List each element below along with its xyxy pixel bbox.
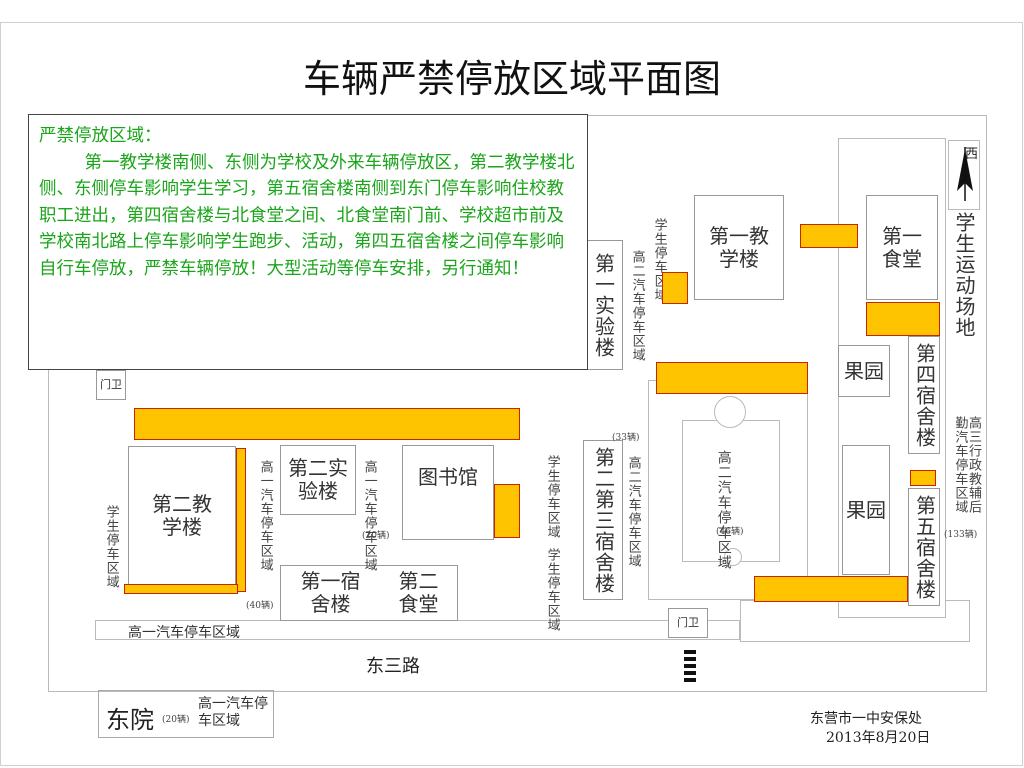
compass-label: 西 — [965, 147, 979, 162]
east-campus-name: 东院 — [106, 706, 154, 734]
building-lab2: 第二实验楼 — [280, 445, 356, 515]
page-title: 车辆严禁停放区域平面图 — [302, 57, 721, 101]
building-canteen1-label: 第一食堂 — [882, 223, 922, 271]
building-teach1: 第一教学楼 — [694, 195, 784, 300]
center-circle-bottom — [724, 548, 742, 566]
building-dorm5: 第五宿舍楼 — [908, 488, 940, 606]
label-senior2-parking-2: 高二汽车停车区域 — [625, 456, 641, 568]
label-senior3-count: (133辆) — [944, 530, 978, 540]
building-dorm1-label: 第一宿舍楼 — [300, 569, 361, 616]
no-parking-zone-east-teach2 — [236, 448, 246, 592]
building-canteen1: 第一食堂 — [866, 195, 938, 300]
center-circle-top — [714, 396, 746, 428]
label-student-parking-3: 学生停车区域 — [544, 548, 560, 632]
building-dorm4: 第四宿舍楼 — [908, 336, 940, 454]
label-senior2-parking-center: 高二汽车停车区域 — [715, 450, 732, 570]
notice-body: 第一教学楼南侧、东侧为学校及外来车辆停放区，第二教学楼北侧、东侧停车影响学生学习… — [39, 152, 575, 279]
no-parking-zone-library — [494, 484, 520, 538]
label-student-parking-west: 学生停车区域 — [103, 505, 119, 589]
label-senior1-count-a: (40辆) — [246, 601, 274, 611]
no-parking-zone-dorm4-canteen — [866, 302, 940, 336]
no-parking-zone-south-road — [656, 362, 808, 394]
no-parking-zone-dorm4-5 — [910, 470, 936, 486]
no-parking-zone-south-teach2 — [124, 584, 238, 594]
no-parking-zone-dorm5-south — [754, 576, 908, 602]
compass-box — [948, 140, 980, 210]
east-campus-count: (20辆) — [162, 715, 190, 725]
gate-west: 门卫 — [96, 370, 126, 400]
label-student-parking-2: 学生停车区域 — [544, 455, 560, 539]
east-campus-box — [98, 690, 274, 738]
footer-org: 东营市一中安保处 — [810, 711, 922, 727]
building-library: 图书馆 — [402, 445, 494, 540]
building-dorm2-3: 第二第三宿舍楼 — [583, 440, 623, 600]
no-parking-zone-canteen-south — [800, 224, 858, 248]
sports-field-label: 学生运动场地 — [952, 212, 976, 338]
label-senior2-parking-1: 高二汽车停车区域 — [629, 250, 645, 362]
label-senior1-parking-b: 高一汽车停车区域 — [361, 460, 377, 572]
gate-south: 门卫 — [668, 608, 708, 638]
label-senior1-parking-a: 高一汽车停车区域 — [257, 460, 273, 572]
building-canteen2-label: 第二食堂 — [398, 569, 439, 616]
building-teach2: 第二教学楼 — [128, 446, 236, 586]
building-teach1-label: 第一教学楼 — [709, 223, 769, 271]
no-parking-zone-supermarket — [662, 272, 688, 304]
slide-frame — [0, 22, 1023, 766]
label-senior3-logistics: 高三行政教辅后勤汽车停车区域 — [952, 416, 981, 514]
building-orchard2: 果园 — [842, 445, 890, 575]
building-lab2-label: 第二实验楼 — [288, 456, 348, 503]
notice-box: 严禁停放区域： 第一教学楼南侧、东侧为学校及外来车辆停放区，第二教学楼北侧、东侧… — [28, 114, 588, 370]
road-name: 东三路 — [366, 656, 420, 677]
building-lab1: 第一实验楼 — [583, 240, 623, 370]
east-campus-label: 高一汽车停车区域 — [198, 696, 268, 729]
building-orchard1: 果园 — [838, 345, 890, 397]
no-parking-zone-north-teach2 — [134, 408, 520, 440]
label-senior2-count-1: (33辆) — [612, 433, 640, 443]
building-teach2-label: 第二教学楼 — [152, 492, 212, 539]
crosswalk-stripes — [684, 650, 696, 684]
footer-date: 2013年8月20日 — [826, 730, 931, 746]
notice-heading: 严禁停放区域： — [39, 126, 162, 146]
label-senior1-count-b: (20辆) — [362, 531, 390, 541]
building-dorm1-canteen2: 第一宿舍楼 第二食堂 — [280, 565, 458, 621]
label-senior2-count-center: (46辆) — [716, 527, 744, 537]
compass-icon — [957, 147, 973, 201]
label-senior1-bottom: 高一汽车停车区域 — [128, 625, 240, 641]
